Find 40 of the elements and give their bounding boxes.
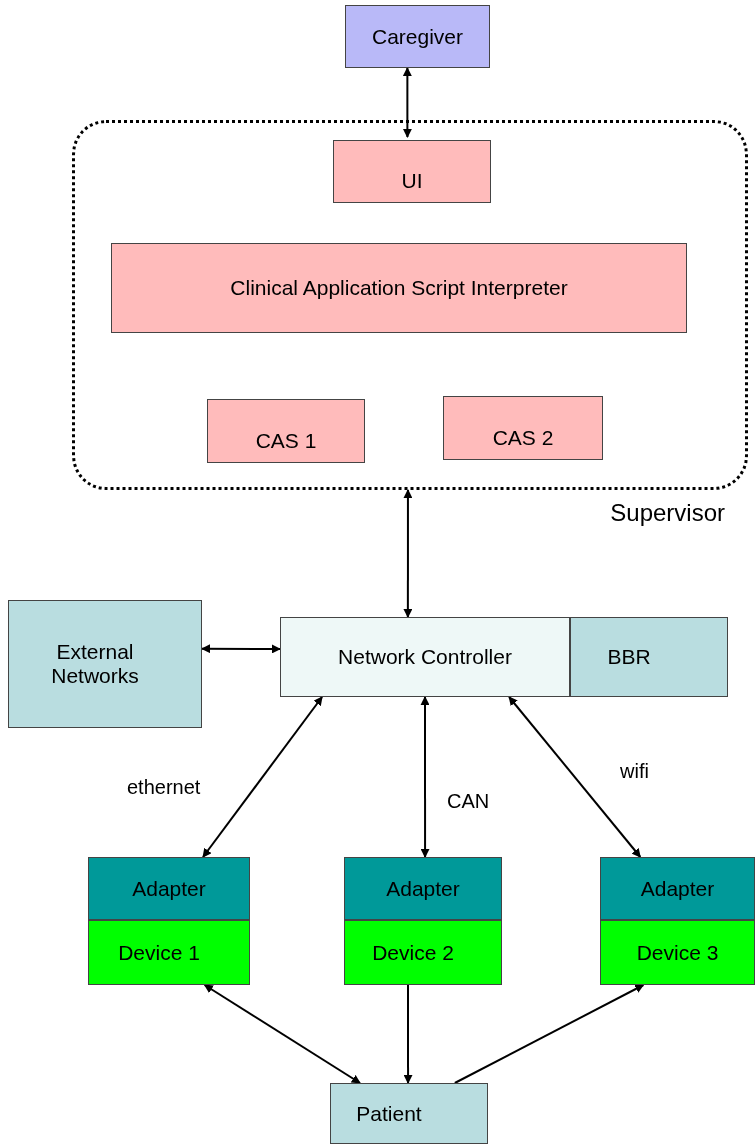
arrow (203, 984, 361, 1084)
device-box (88, 920, 250, 985)
device-box (344, 920, 502, 985)
box-label: Patient (356, 1101, 422, 1126)
device-box (600, 920, 755, 985)
box-label: Adapter (640, 876, 715, 901)
box-label: External Networks (50, 640, 140, 688)
script-box (443, 396, 603, 460)
arrow (403, 489, 413, 618)
adapter-box (344, 857, 502, 920)
caregiver-box (345, 5, 490, 68)
arrow (202, 696, 324, 858)
box-label: Network Controller (338, 645, 512, 669)
box-label: Adapter (386, 876, 460, 901)
arrow (453, 984, 645, 1084)
box-label: Clinical Application Script Interpreter (230, 276, 568, 300)
arrow (508, 696, 642, 858)
arrow (201, 644, 281, 654)
arrow (420, 696, 430, 858)
patient-box (330, 1083, 488, 1144)
adapter-box (600, 857, 755, 920)
box-label: Device 3 (636, 940, 719, 965)
network-box (8, 600, 202, 728)
arrow (402, 67, 412, 138)
bbr-box (570, 617, 728, 697)
component-box (333, 140, 491, 203)
box-label: Device 1 (118, 940, 200, 965)
box-label: CAS 2 (492, 426, 554, 450)
arrow (403, 984, 413, 1084)
box-label: UI (401, 168, 423, 193)
controller-box (280, 617, 570, 697)
box-label: Adapter (132, 876, 206, 901)
box-label: Device 2 (372, 940, 454, 965)
adapter-box (88, 857, 250, 920)
interpreter-box (111, 243, 687, 333)
box-label: CAS 1 (255, 429, 317, 453)
group-heading: Supervisor (610, 499, 725, 527)
box-label: BBR (607, 645, 651, 669)
box-label: Caregiver (371, 24, 463, 49)
script-box (207, 399, 365, 463)
